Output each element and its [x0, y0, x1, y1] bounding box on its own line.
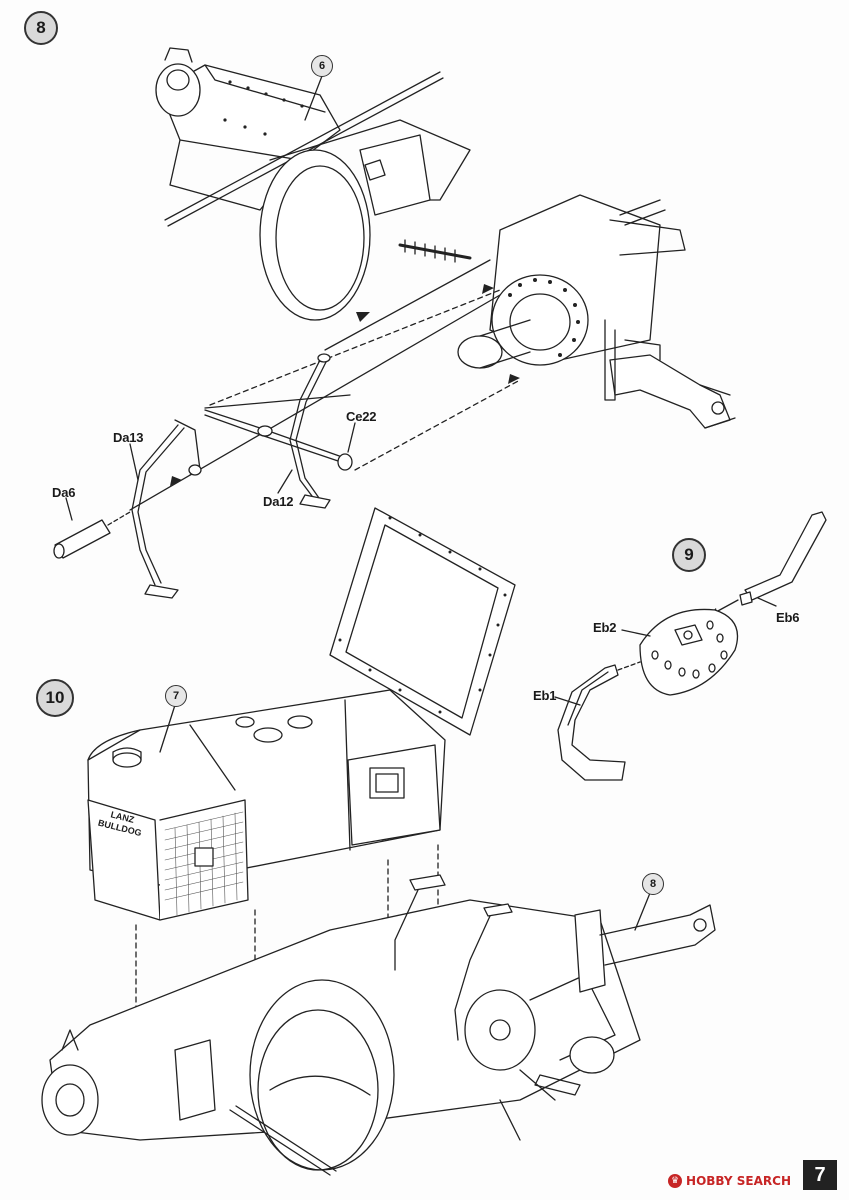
step-9-badge: 9 — [672, 538, 706, 572]
watermark-brand: HOBBY SEARCH — [686, 1174, 791, 1188]
part-label-da12: Da12 — [263, 494, 294, 509]
part-label-ce22: Ce22 — [346, 409, 377, 424]
step8-chassis-drawing — [54, 48, 735, 598]
callout-6: 6 — [311, 55, 333, 77]
part-label-da6: Da6 — [52, 485, 76, 500]
part-label-eb6: Eb6 — [776, 610, 800, 625]
crown-icon: ♛ — [668, 1174, 683, 1188]
step-8-badge: 8 — [24, 11, 58, 45]
callout-7: 7 — [165, 685, 187, 707]
page-number: 7 — [803, 1160, 837, 1190]
step-10-badge: 10 — [36, 679, 74, 717]
step10-engine-drawing — [42, 508, 715, 1175]
part-label-eb2: Eb2 — [593, 620, 617, 635]
step9-pedal-drawing — [555, 512, 826, 780]
watermark: ♛ HOBBY SEARCH — [668, 1174, 791, 1188]
part-label-eb1: Eb1 — [533, 688, 557, 703]
part-label-da13: Da13 — [113, 430, 144, 445]
callout-8: 8 — [642, 873, 664, 895]
